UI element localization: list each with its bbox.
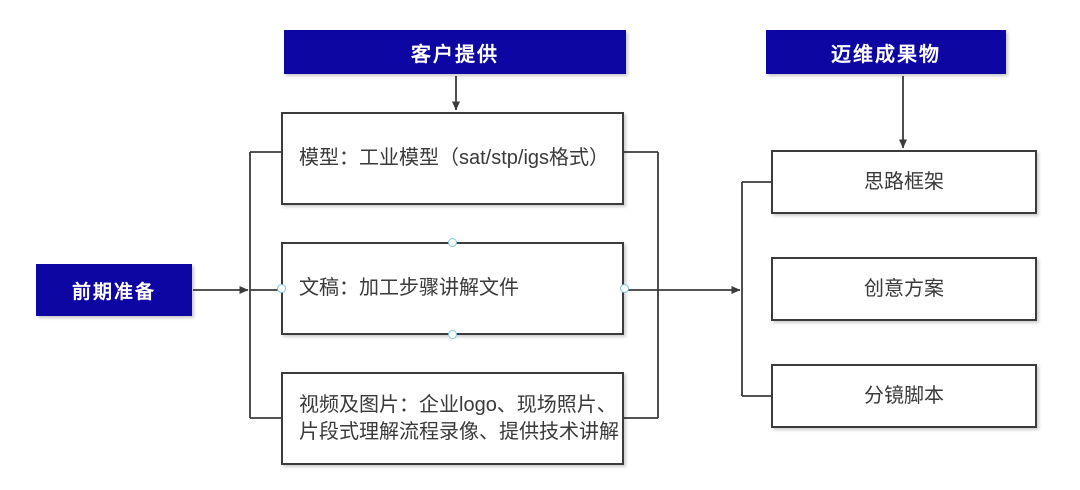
node-deliverable-creative[interactable]: 创意方案 [771,257,1037,321]
selection-handle-right[interactable] [620,284,629,293]
left-bracket [249,151,281,419]
node-client-document[interactable]: 文稿：加工步骤讲解文件 [281,242,624,335]
node-deliverable-creative-label: 创意方案 [864,277,944,300]
header-maiwei-deliverables[interactable]: 迈维成果物 [766,30,1006,74]
deliverables-bracket [741,181,771,397]
selection-handle-top[interactable] [448,238,457,247]
node-client-model[interactable]: 模型：工业模型（sat/stp/igs格式） [281,112,624,205]
node-client-model-label: 模型：工业模型（sat/stp/igs格式） [299,147,610,170]
node-client-document-label: 文稿：加工步骤讲解文件 [299,277,519,300]
node-preparation[interactable]: 前期准备 [36,264,192,316]
selection-handle-left[interactable] [277,284,286,293]
selection-handle-bottom[interactable] [448,330,457,339]
node-client-media[interactable]: 视频及图片：企业logo、现场照片、片段式理解流程录像、提供技术讲解 [281,372,624,465]
node-deliverable-framework-label: 思路框架 [864,170,944,193]
node-client-media-label: 视频及图片：企业logo、现场照片、片段式理解流程录像、提供技术讲解 [299,394,619,443]
node-deliverable-framework[interactable]: 思路框架 [771,150,1037,214]
node-deliverable-storyboard[interactable]: 分镜脚本 [771,364,1037,428]
header-client-provided[interactable]: 客户提供 [284,30,626,74]
node-deliverable-storyboard-label: 分镜脚本 [864,384,944,407]
right-bracket [624,151,659,419]
